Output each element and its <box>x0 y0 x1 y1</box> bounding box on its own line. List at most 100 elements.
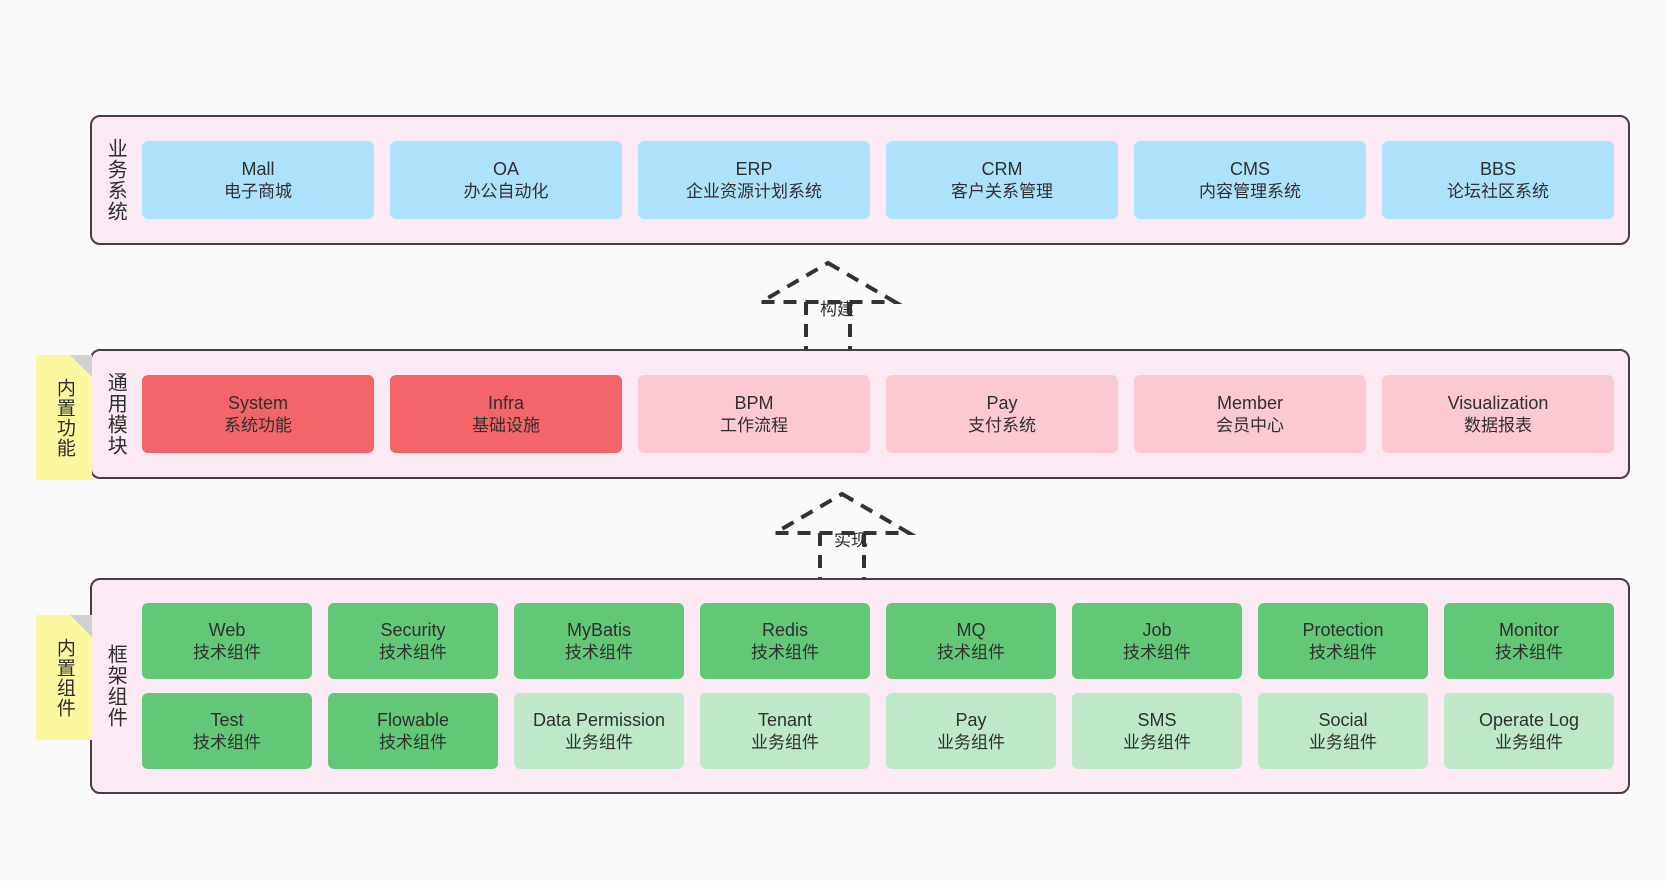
layer-business-title: 业务系统 <box>104 138 127 222</box>
arrowhead-triangle-icon <box>767 491 917 535</box>
layer-common-title: 通用模块 <box>104 372 127 456</box>
node-name: Mall <box>241 159 275 180</box>
node-subtitle: 业务组件 <box>1123 732 1191 752</box>
node-subtitle: 办公自动化 <box>463 181 549 201</box>
connector-implement-label: 实现 <box>834 531 868 550</box>
page-fold-icon <box>70 355 92 377</box>
node-name: CMS <box>1230 159 1270 180</box>
node-subtitle: 会员中心 <box>1216 415 1284 435</box>
node-name: Pay <box>955 710 987 731</box>
node-subtitle: 技术组件 <box>1309 642 1377 662</box>
node-name: BBS <box>1479 159 1517 180</box>
sticky-note-builtin-component-label: 内置组件 <box>53 637 75 718</box>
node-subtitle: 技术组件 <box>937 642 1005 662</box>
node-subtitle: 数据报表 <box>1464 415 1532 435</box>
node-subtitle: 技术组件 <box>193 642 261 662</box>
node-name: OA <box>492 159 519 180</box>
sticky-note-builtin-function-label: 内置功能 <box>53 377 75 458</box>
node-subtitle: 技术组件 <box>565 642 633 662</box>
node-subtitle: 技术组件 <box>751 642 819 662</box>
node-subtitle: 业务组件 <box>751 732 819 752</box>
node-subtitle: 企业资源计划系统 <box>686 181 822 201</box>
node-name: Operate Log <box>1478 710 1580 731</box>
arrowhead-triangle-icon <box>753 260 903 304</box>
node-name: Social <box>1318 710 1368 731</box>
node-subtitle: 内容管理系统 <box>1199 181 1301 201</box>
node-subtitle: 基础设施 <box>472 415 540 435</box>
node-subtitle: 业务组件 <box>1309 732 1377 752</box>
node-subtitle: 业务组件 <box>565 732 633 752</box>
page-fold-icon <box>70 615 92 637</box>
node-name: MyBatis <box>566 620 631 641</box>
node-name: Redis <box>761 620 809 641</box>
node-name: Member <box>1216 393 1283 414</box>
sticky-note-builtin-component: 内置组件 <box>36 615 92 740</box>
connector-build-label: 构建 <box>820 300 854 319</box>
node-subtitle: 技术组件 <box>379 642 447 662</box>
node-name: Monitor <box>1498 620 1560 641</box>
layer-framework-title: 框架组件 <box>104 644 127 728</box>
node-name: Security <box>380 620 446 641</box>
node-subtitle: 论坛社区系统 <box>1447 181 1549 201</box>
node-subtitle: 技术组件 <box>193 732 261 752</box>
node-subtitle: 电子商城 <box>224 181 292 201</box>
node-subtitle: 业务组件 <box>1495 732 1563 752</box>
node-name: SMS <box>1137 710 1177 731</box>
node-name: System <box>227 393 288 414</box>
sticky-note-builtin-function: 内置功能 <box>36 355 92 480</box>
node-subtitle: 技术组件 <box>1495 642 1563 662</box>
node-name: Tenant <box>757 710 813 731</box>
node-name: Protection <box>1302 620 1384 641</box>
node-name: Data Permission <box>532 710 666 731</box>
node-name: Flowable <box>376 710 450 731</box>
connector-implement: 实现 <box>767 489 917 581</box>
node-subtitle: 技术组件 <box>379 732 447 752</box>
arrow-shaft-icon <box>804 302 852 350</box>
node-subtitle: 系统功能 <box>224 415 292 435</box>
connector-build: 构建 <box>753 258 903 350</box>
node-name: Pay <box>986 393 1018 414</box>
node-subtitle: 支付系统 <box>968 415 1036 435</box>
node-name: Job <box>1142 620 1172 641</box>
node-subtitle: 业务组件 <box>937 732 1005 752</box>
node-name: Infra <box>487 393 525 414</box>
